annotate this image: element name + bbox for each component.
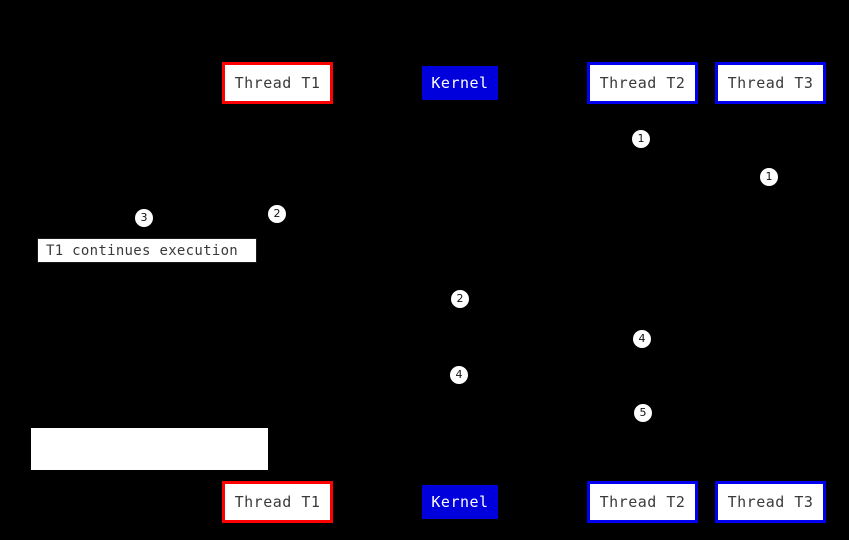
participant-label-thread-t1-top: Thread T1 (234, 74, 321, 92)
activation-thread-t3 (766, 104, 774, 481)
note-blank-lower-left (31, 428, 268, 470)
participant-label-thread-t1-bottom: Thread T1 (234, 493, 321, 511)
participant-label-kernel-top: Kernel (431, 74, 489, 92)
participant-thread-t1-bottom: Thread T1 (222, 481, 333, 523)
step-circle-2-kernel: 2 (451, 290, 469, 308)
participant-kernel-bottom: Kernel (422, 485, 498, 519)
participant-kernel-top: Kernel (422, 66, 498, 100)
participant-thread-t1-top: Thread T1 (222, 62, 333, 104)
participant-thread-t2-top: Thread T2 (587, 62, 698, 104)
activation-thread-t1 (273, 104, 281, 481)
participant-label-kernel-bottom: Kernel (431, 493, 489, 511)
note-t1-continues-execution: T1 continues execution (37, 238, 257, 263)
step-circle-2-t1: 2 (268, 205, 286, 223)
note-t1-continues-execution-text: T1 continues execution (46, 242, 239, 259)
step-circle-4-t2: 4 (633, 330, 651, 348)
message-kernel-to-t2 (460, 350, 642, 351)
participant-label-thread-t3-bottom: Thread T3 (727, 493, 814, 511)
message-kernel-step4 (277, 386, 460, 387)
message-t2-to-kernel (460, 150, 642, 151)
step-circle-4-kernel: 4 (450, 366, 468, 384)
step-circle-1-t3: 1 (760, 168, 778, 186)
participant-thread-t3-top: Thread T3 (715, 62, 826, 104)
message-kernel-step2 (277, 310, 460, 311)
participant-thread-t2-bottom: Thread T2 (587, 481, 698, 523)
step-circle-3-t1: 3 (135, 209, 153, 227)
participant-label-thread-t3-top: Thread T3 (727, 74, 814, 92)
step-circle-1-t2: 1 (632, 130, 650, 148)
participant-label-thread-t2-bottom: Thread T2 (599, 493, 686, 511)
message-t3-to-kernel (460, 188, 770, 189)
activation-thread-t2 (638, 104, 646, 481)
step-circle-5-t2: 5 (634, 404, 652, 422)
message-t2-step5 (460, 424, 643, 425)
participant-label-thread-t2-top: Thread T2 (599, 74, 686, 92)
participant-thread-t3-bottom: Thread T3 (715, 481, 826, 523)
message-kernel-to-t1 (277, 226, 460, 227)
